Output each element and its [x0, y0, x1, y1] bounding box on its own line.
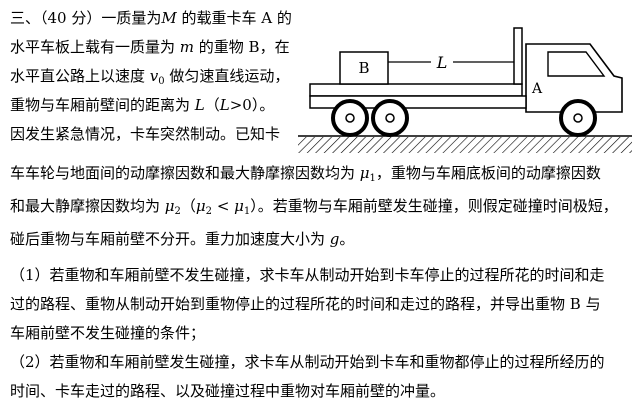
question-1-line-2: 过的路程、重物从制动开始到重物停止的过程所花的时间和走过的路程，并导出重物 B … — [10, 295, 601, 313]
text: 。 — [339, 230, 355, 248]
gravity-g: g — [329, 230, 340, 248]
text: 和最大静摩擦因数均为 — [10, 197, 165, 215]
mu: μ — [359, 164, 370, 182]
truck-bed — [309, 83, 523, 97]
question-1-line-1: （1）若重物和车厢前壁不发生碰撞，求卡车从制动开始到卡车停止的过程所花的时间和走 — [10, 266, 605, 284]
mu: μ — [195, 197, 206, 215]
question-2-line-1: （2）若重物和车厢前壁发生碰撞，求卡车从制动开始到卡车和重物都停止的过程所经历的 — [10, 353, 605, 371]
problem-line-7: 和最大静摩擦因数均为 μ2（μ2 < μ1）。若重物与车厢前壁发生碰撞，则假定碰… — [10, 196, 618, 222]
question-1-line-3: 车厢前壁不发生碰撞的条件； — [10, 324, 206, 342]
text: 重物与车厢前壁间的距离为 — [10, 96, 195, 114]
distance-L: L — [194, 96, 205, 114]
subscript: 0 — [158, 76, 165, 87]
text: 三、（40 分）一质量为 — [10, 9, 162, 27]
text: 因发生紧急情况，卡车突然制动。已知卡 — [10, 125, 281, 143]
subscript: 1 — [369, 173, 376, 184]
truck-figure: B L A — [298, 27, 632, 153]
question-2-line-2: 时间、卡车走过的路程、以及碰撞过程中重物对车厢前壁的冲量。 — [10, 382, 446, 400]
chassis — [309, 95, 527, 109]
text: >0）。 — [229, 96, 275, 114]
cargo-box-b: B — [339, 51, 389, 85]
mu: μ — [164, 197, 175, 215]
front-wheel — [559, 99, 597, 137]
text: （ — [180, 197, 196, 215]
text: （ — [204, 96, 220, 114]
subscript: 2 — [174, 206, 181, 217]
mu: μ — [234, 197, 244, 215]
front-wall — [513, 27, 523, 85]
problem-line-8: 碰后重物与车厢前壁不分开。重力加速度大小为 g。 — [10, 229, 354, 249]
text: 碰后重物与车厢前壁不分开。重力加速度大小为 — [10, 230, 330, 248]
text: ）。若重物与车厢前壁发生碰撞，则假定碰撞时间极短， — [250, 197, 618, 215]
rear-wheel-1 — [331, 99, 369, 137]
problem-line-6: 车车轮与地面间的动摩擦因数和最大静摩擦因数均为 μ1，重物与车厢底板间的动摩擦因… — [10, 163, 601, 189]
problem-line-5: 因发生紧急情况，卡车突然制动。已知卡 — [10, 124, 280, 144]
problem-line-4: 重物与车厢前壁间的距离为 L（L>0）。 — [10, 95, 274, 115]
distance-indicator: L — [388, 52, 514, 72]
problem-line-1: 三、（40 分）一质量为M 的载重卡车 A 的 — [10, 8, 292, 28]
velocity-v: v — [149, 67, 159, 85]
distance-L: L — [219, 96, 230, 114]
text: < — [212, 197, 235, 215]
rear-wheel-2 — [371, 99, 409, 137]
subscript: 1 — [243, 206, 251, 217]
subscript: 2 — [205, 206, 213, 217]
text: 的重物 B，在 — [194, 38, 290, 56]
box-label: B — [358, 59, 369, 77]
text: ，重物与车厢底板间的动摩擦因数 — [375, 164, 601, 182]
mass-m: m — [179, 38, 195, 56]
text: 车车轮与地面间的动摩擦因数和最大静摩擦因数均为 — [10, 164, 360, 182]
problem-line-2: 水平车板上载有一质量为 m 的重物 B，在 — [10, 37, 290, 57]
text: 水平直公路上以速度 — [10, 67, 150, 85]
problem-line-3: 水平直公路上以速度 v0 做匀速直线运动， — [10, 66, 289, 92]
cab-window — [547, 51, 606, 77]
truck-cab: A — [525, 43, 623, 113]
distance-label: L — [436, 53, 448, 72]
truck-label: A — [531, 81, 543, 97]
text: 水平车板上载有一质量为 — [10, 38, 180, 56]
ground — [298, 135, 632, 153]
text: 的载重卡车 A 的 — [176, 9, 292, 27]
text: 做匀速直线运动， — [164, 67, 290, 85]
mass-M: M — [161, 9, 177, 27]
